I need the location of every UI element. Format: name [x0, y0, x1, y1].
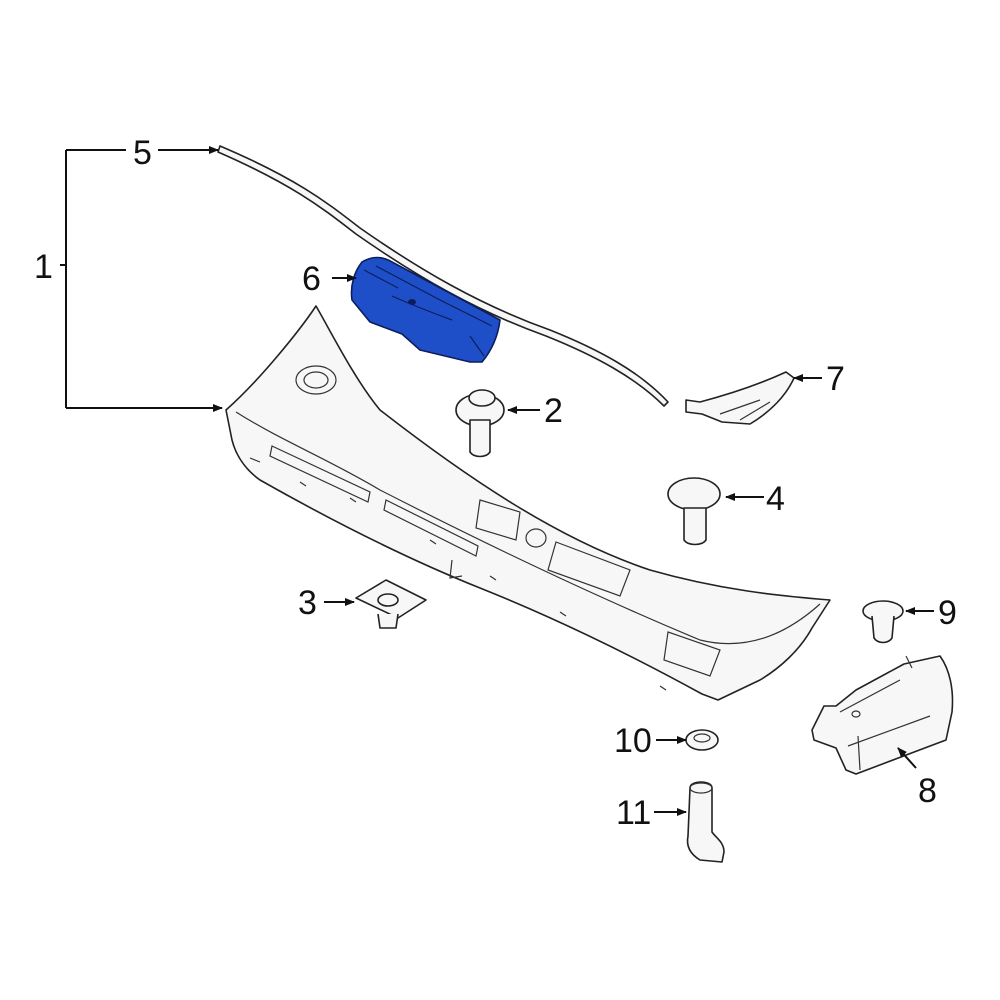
callout-3: 3 [298, 584, 317, 622]
part-5-weatherstrip[interactable] [217, 145, 669, 407]
part-6-insulator-highlighted[interactable] [350, 256, 501, 363]
part-10-washer[interactable] [685, 729, 719, 751]
part-1-cowl-panel[interactable] [225, 305, 831, 701]
part-9-clip[interactable] [862, 600, 904, 644]
callout-10: 10 [614, 722, 652, 760]
part-4-push-pin[interactable] [667, 477, 721, 546]
callout-6: 6 [302, 260, 321, 298]
callout-4: 4 [766, 480, 785, 518]
part-7-corner-trim[interactable] [685, 371, 795, 425]
callout-7: 7 [826, 360, 845, 398]
callout-1: 1 [34, 248, 53, 286]
callout-1-bracket-line [60, 150, 67, 408]
part-2-push-pin[interactable] [455, 389, 505, 458]
callout-2: 2 [544, 392, 563, 430]
callout-8: 8 [918, 772, 937, 810]
callout-9: 9 [938, 594, 957, 632]
callout-11: 11 [616, 794, 651, 832]
part-8-end-cover[interactable] [811, 655, 954, 775]
callout-5: 5 [133, 134, 152, 172]
part-11-drain-hose[interactable] [686, 781, 725, 863]
part-3-bracket-nut[interactable] [355, 579, 427, 629]
callout-8-leader [897, 747, 917, 769]
